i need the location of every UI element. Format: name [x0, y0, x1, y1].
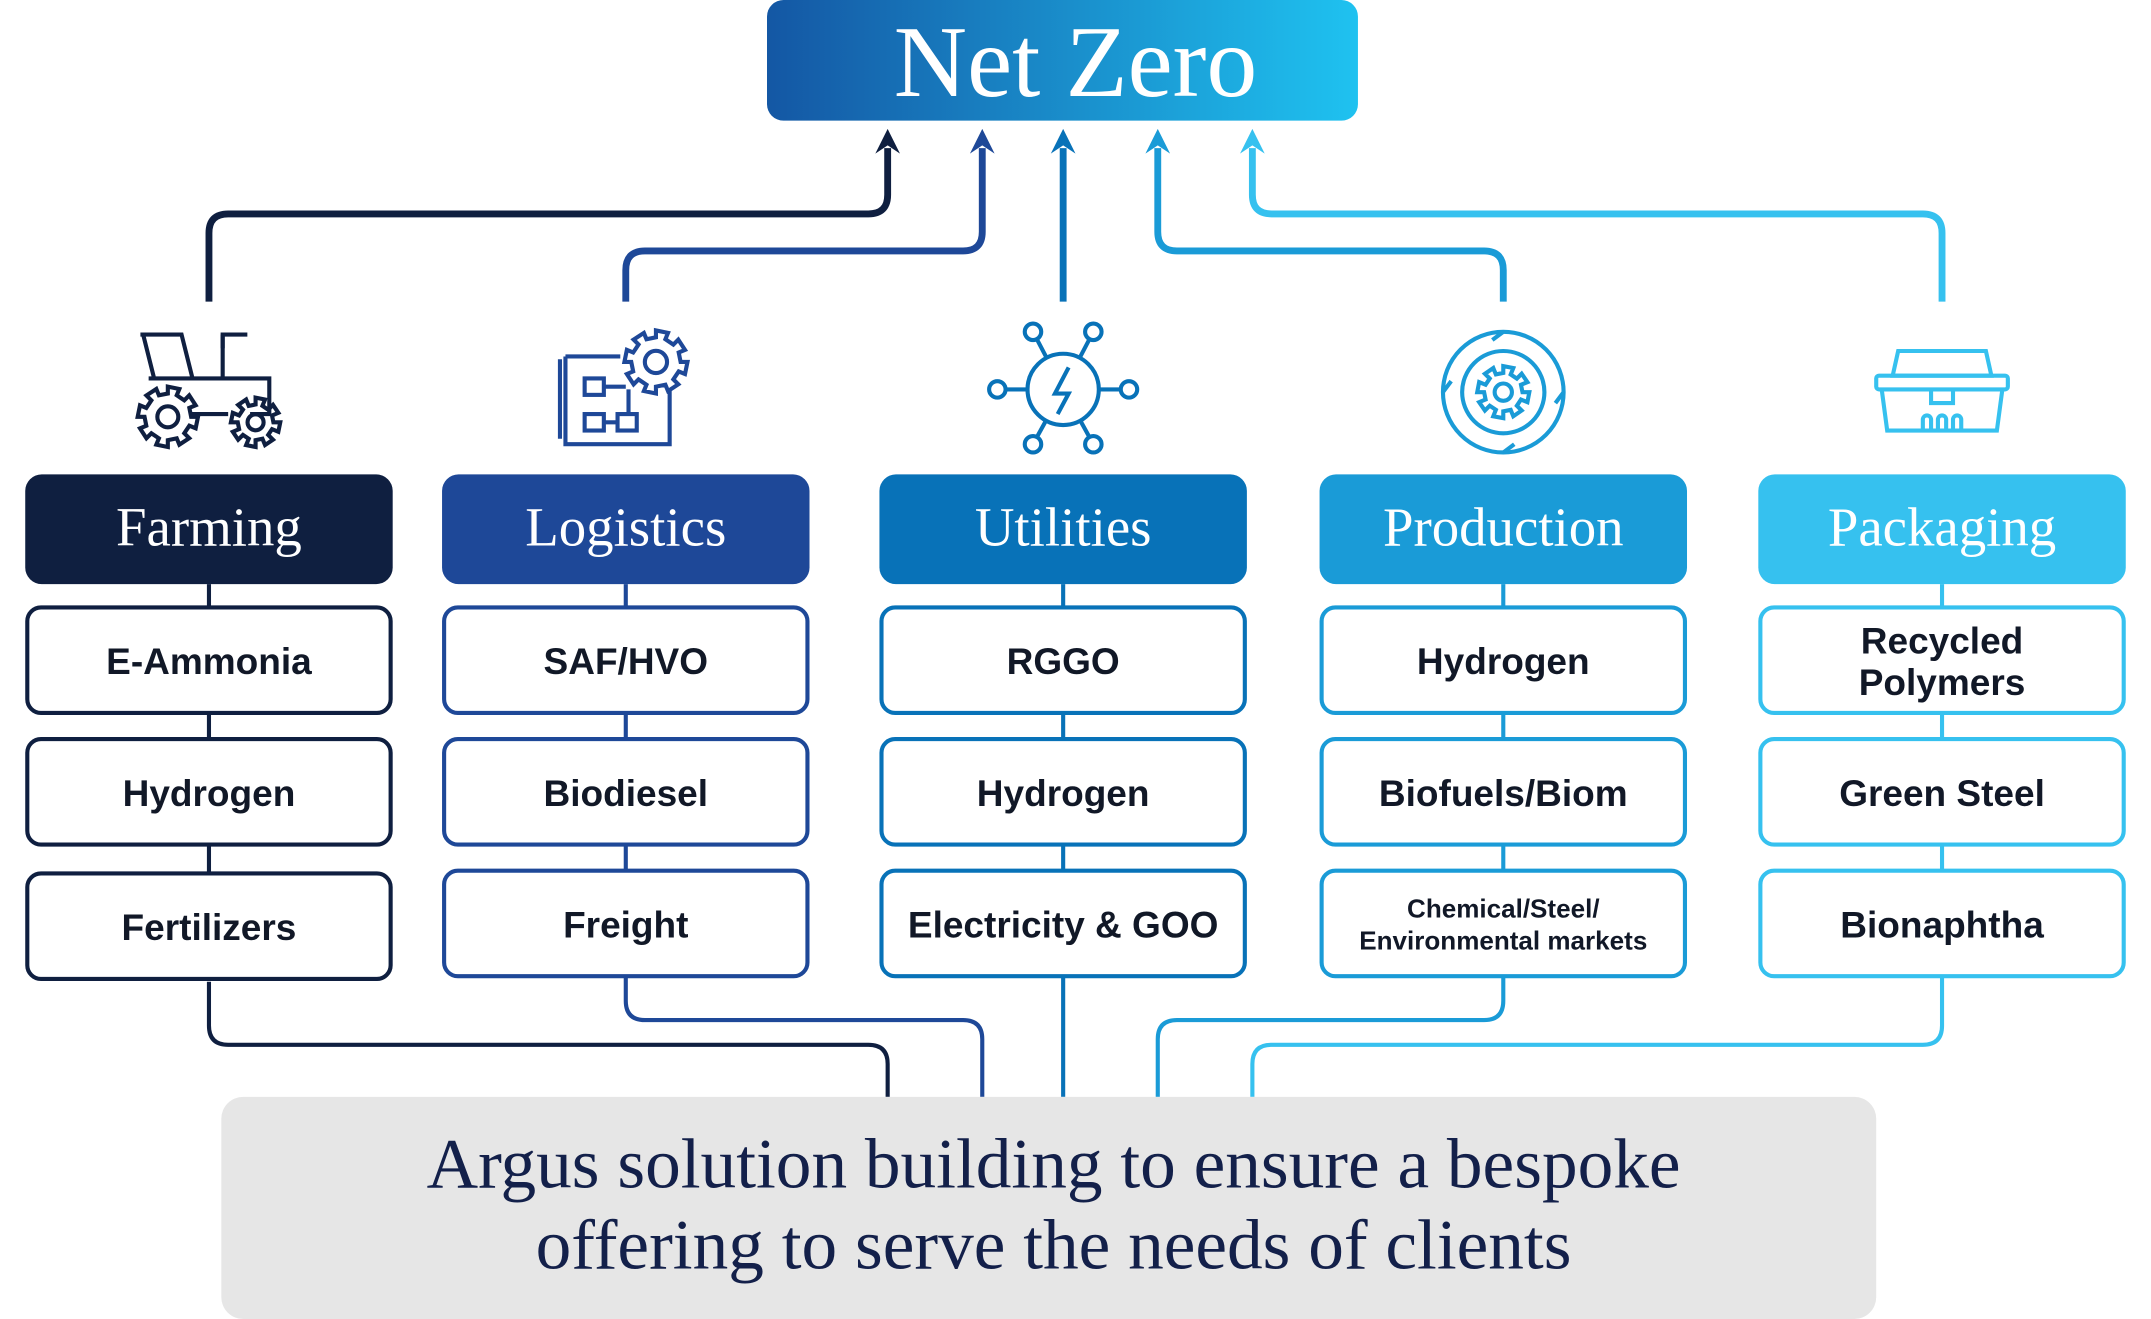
arrow-head-icon	[875, 128, 900, 154]
header-logistics: Logistics	[442, 474, 810, 585]
item-label: Biofuels/Biom	[1379, 772, 1628, 814]
bottom-box: Argus solution building to ensure a besp…	[221, 1096, 1877, 1319]
item-box: Green Steel	[1758, 736, 2126, 847]
item-box: Hydrogen	[1319, 605, 1688, 716]
header-farming: Farming	[25, 474, 393, 585]
item-box: Fertilizers	[25, 871, 393, 982]
arrow-head-icon	[1240, 128, 1265, 154]
column-production: ProductionHydrogenBiofuels/BiomChemical/…	[1319, 329, 1688, 979]
item-label: Chemical/Steel/Environmental markets	[1359, 894, 1647, 956]
blueprint-gear-icon	[557, 327, 690, 447]
item-box: Chemical/Steel/Environmental markets	[1319, 868, 1688, 979]
arrow-head-icon	[1145, 128, 1171, 154]
bottom-text-line-1: Argus solution building to ensure a besp…	[427, 1124, 1681, 1203]
arrow-head-icon	[969, 128, 995, 154]
item-label: RGGO	[1007, 640, 1120, 682]
header-label: Packaging	[1828, 497, 2056, 558]
item-label: SAF/HVO	[544, 640, 708, 682]
header-label: Farming	[116, 497, 302, 558]
item-label: Bionaphtha	[1840, 903, 2044, 945]
cycle-gear-icon	[1440, 329, 1566, 455]
arrow-head-icon	[1050, 128, 1076, 154]
container-icon	[1874, 348, 2010, 433]
item-label: Biodiesel	[544, 772, 709, 814]
energy-network-icon	[987, 321, 1140, 455]
item-label: Green Steel	[1839, 772, 2045, 814]
connector-farming	[205, 128, 900, 1097]
item-box: E-Ammonia	[25, 605, 393, 716]
item-label: Hydrogen	[977, 772, 1150, 814]
sector-columns: FarmingE-AmmoniaHydrogenFertilizersLogis…	[25, 321, 2126, 982]
header-production: Production	[1319, 474, 1688, 585]
item-label: Hydrogen	[1417, 640, 1590, 682]
title-box: Net Zero	[767, 0, 1358, 121]
title: Net Zero	[894, 6, 1257, 118]
item-label: E-Ammonia	[106, 640, 312, 682]
connectors	[205, 128, 1946, 1097]
header-label: Utilities	[975, 497, 1152, 558]
item-label: Hydrogen	[123, 772, 296, 814]
bottom-text-line-2: offering to serve the needs of clients	[536, 1205, 1572, 1284]
item-box: Hydrogen	[25, 736, 393, 847]
header-label: Production	[1383, 497, 1624, 558]
header-utilities: Utilities	[879, 474, 1247, 585]
connector-logistics	[622, 128, 995, 1097]
connector-packaging	[1240, 128, 1946, 1097]
connector-utilities	[1050, 128, 1076, 1097]
tractor-icon	[135, 332, 283, 450]
item-box: Freight	[442, 868, 810, 979]
header-packaging: Packaging	[1758, 474, 2126, 585]
item-box: Hydrogen	[879, 736, 1247, 847]
item-box: Biodiesel	[442, 736, 810, 847]
item-box: Biofuels/Biom	[1319, 736, 1688, 847]
item-label: Freight	[563, 903, 688, 945]
connector-production	[1145, 128, 1507, 1097]
item-box: RGGO	[879, 605, 1247, 716]
item-box: Electricity & GOO	[879, 868, 1247, 979]
item-box: Bionaphtha	[1758, 868, 2126, 979]
header-label: Logistics	[525, 497, 726, 558]
item-label: Electricity & GOO	[908, 903, 1218, 945]
item-label: Fertilizers	[122, 906, 297, 948]
item-box: SAF/HVO	[442, 605, 810, 716]
